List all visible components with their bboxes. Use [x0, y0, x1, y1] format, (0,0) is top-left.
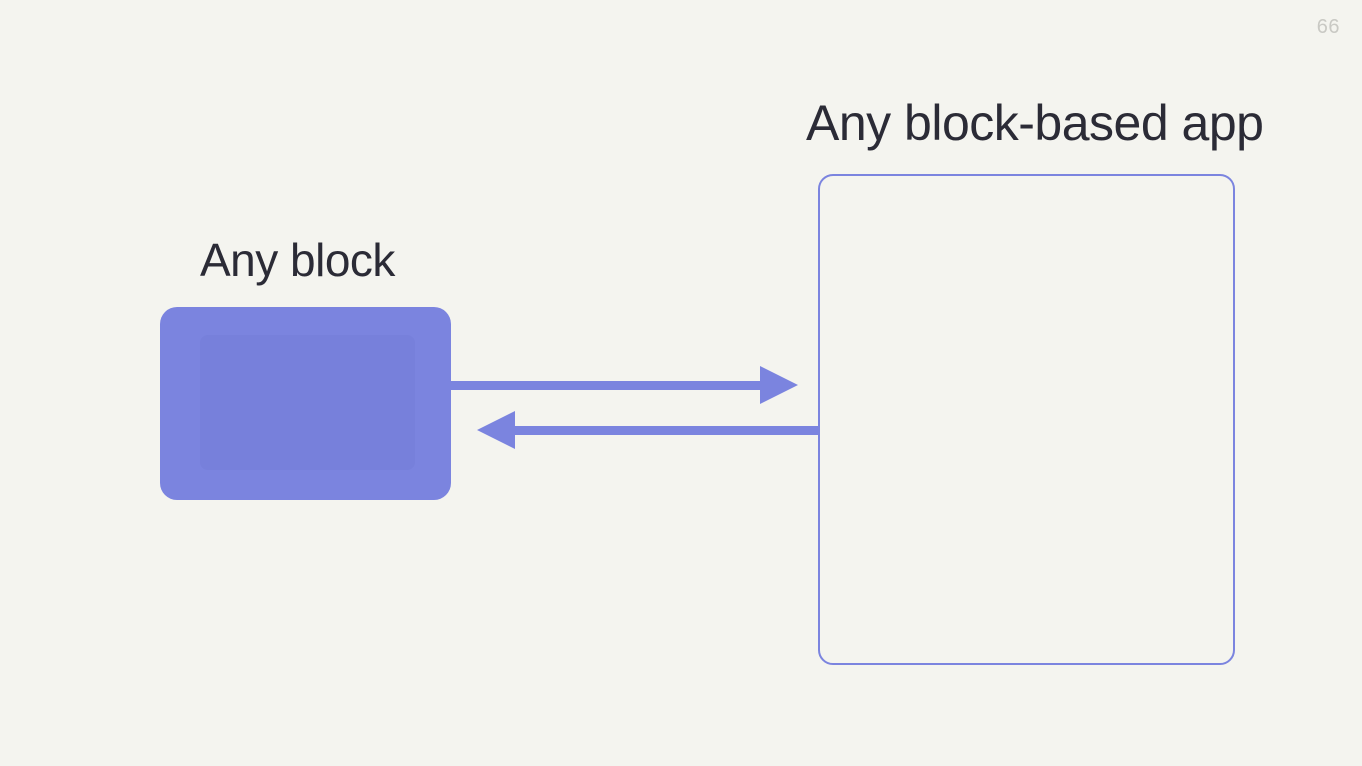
arrow-head-left-icon	[477, 411, 515, 449]
arrow-shaft	[451, 381, 761, 390]
block-shape-inner-layer	[200, 335, 415, 470]
connector-arrow-block-to-app	[451, 366, 798, 405]
arrow-shaft	[515, 426, 818, 435]
arrow-head-right-icon	[760, 366, 798, 404]
connector-arrow-app-to-block	[477, 411, 818, 450]
app-heading: Any block-based app	[806, 95, 1264, 151]
block-shape	[160, 307, 451, 500]
page-number: 66	[1316, 16, 1340, 38]
block-heading: Any block	[200, 234, 395, 286]
app-frame-shape	[818, 174, 1235, 665]
